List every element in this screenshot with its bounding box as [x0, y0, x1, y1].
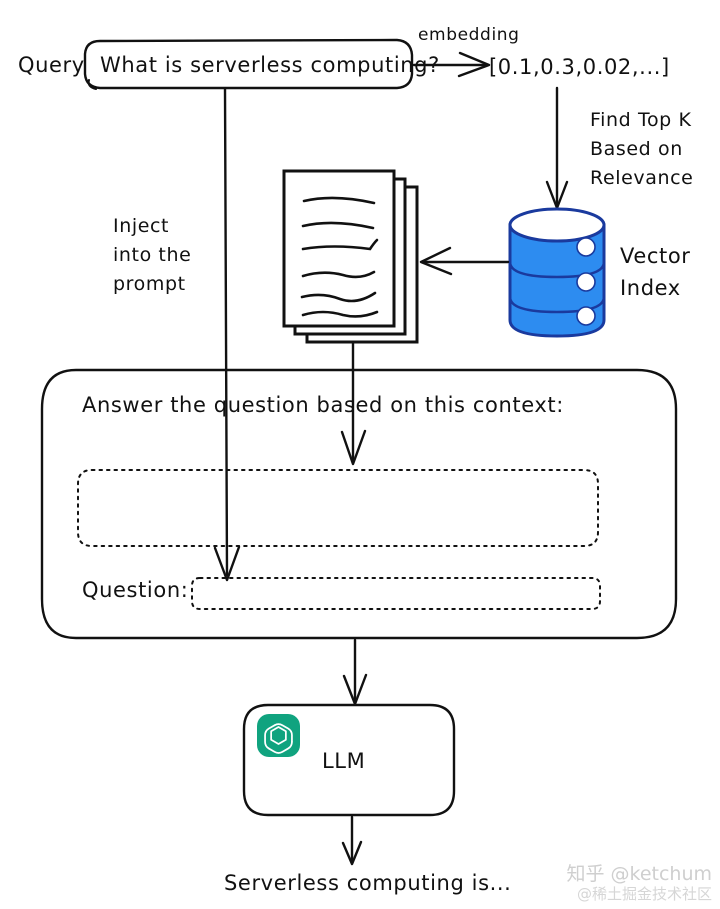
documents-to-context-arrow: [340, 341, 367, 466]
inject-line1: Inject: [113, 215, 169, 237]
embedding-vector-text: [0.1,0.3,0.02,...]: [489, 55, 670, 79]
embedding-arrow: [412, 51, 491, 78]
question-label: Question:: [82, 578, 188, 602]
db-dot: [576, 272, 596, 292]
db-dot: [576, 306, 596, 326]
vector-index-line1: Vector: [620, 244, 691, 268]
vector-to-db-arrow: [545, 86, 569, 210]
output-text: Serverless computing is...: [224, 871, 511, 895]
document-text-lines: [300, 196, 379, 318]
inject-line3: prompt: [113, 273, 186, 295]
find-top-k-label: Find Top K Based on Relevance: [590, 109, 693, 189]
find-top-k-line1: Find Top K: [590, 109, 692, 131]
embedding-label: embedding: [418, 25, 520, 45]
document-sheet-front: [282, 169, 396, 328]
document-stack[interactable]: [282, 169, 419, 344]
query-box[interactable]: What is serverless computing?: [83, 38, 440, 90]
vector-index-cylinder[interactable]: [508, 207, 606, 338]
find-top-k-line3: Relevance: [590, 167, 693, 189]
db-dot: [576, 237, 596, 257]
llm-to-output-arrow: [341, 815, 363, 866]
query-box-text: What is serverless computing?: [100, 53, 440, 77]
prompt-to-llm-arrow: [342, 638, 368, 706]
vector-index-label: Vector Index: [620, 244, 691, 300]
prompt-instruction-text: Answer the question based on this contex…: [82, 393, 564, 417]
llm-node[interactable]: LLM: [242, 703, 456, 817]
db-to-documents-arrow: [419, 246, 510, 276]
inject-prompt-label: Inject into the prompt: [113, 215, 191, 295]
prompt-template-box[interactable]: Answer the question based on this contex…: [40, 368, 678, 640]
question-slot[interactable]: [191, 577, 601, 610]
query-to-question-arrow: [213, 87, 241, 582]
query-label: Query: [18, 53, 85, 77]
vector-index-line2: Index: [620, 276, 681, 300]
inject-line2: into the: [113, 244, 191, 266]
llm-label: LLM: [322, 749, 365, 773]
openai-logo-icon: [257, 714, 300, 757]
context-slot[interactable]: [77, 469, 599, 547]
find-top-k-line2: Based on: [590, 138, 683, 160]
